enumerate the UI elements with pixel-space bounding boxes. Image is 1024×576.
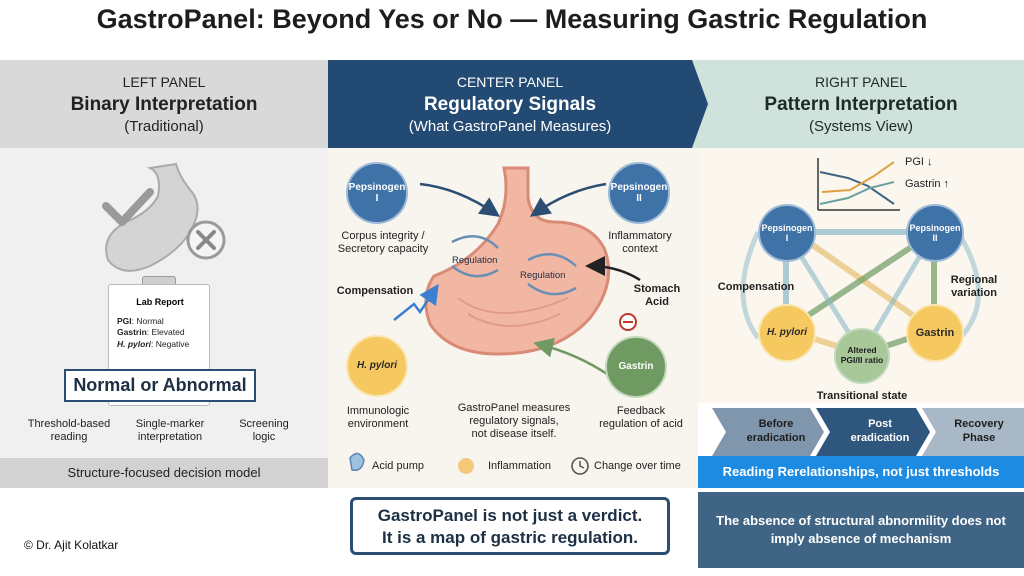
trend-label-gastrin: Gastrin ↑ (905, 178, 950, 190)
compensation-arrow (393, 283, 439, 321)
trend-label-pgi: PGI ↓ (905, 156, 933, 168)
main-title: GastroPanel: Beyond Yes or No — Measurin… (96, 4, 928, 34)
criterion-single-marker: Single-marker interpretation (135, 418, 205, 444)
center-panel-title: Regulatory Signals (423, 94, 597, 115)
legend-change-over-time: Change over time (594, 460, 681, 472)
criterion-screening: Screening logic (239, 418, 289, 444)
compensation-label: Compensation (336, 285, 414, 297)
regulation-arrow (527, 253, 577, 267)
inflammation-icon (458, 458, 474, 474)
gastrin-node: Gastrin (605, 336, 667, 398)
pgi-ratio-node: Altered PGI/II ratio (834, 328, 890, 384)
center-header-chevron (328, 60, 716, 148)
regulation-arrow (527, 282, 577, 296)
regulation-label-2: Regulation (520, 270, 566, 281)
feedback-label: Feedback regulation of acid (599, 405, 683, 431)
normal-or-abnormal-box: Normal or Abnormal (64, 369, 256, 402)
lab-line: H. pylori: Negative (117, 338, 190, 349)
clock-icon (571, 457, 589, 475)
right-pepsinogen-2-node: Pepsinogen II (906, 204, 964, 262)
transitional-state-label: Transitional state (816, 390, 908, 402)
right-panel-header: RIGHT PANEL Pattern Interpretation (Syst… (680, 60, 1024, 148)
center-panel-header: CENTER PANEL Regulatory Signals (What Ga… (328, 60, 692, 148)
verdict-callout: GastroPanel is not just a verdict. It is… (350, 497, 670, 555)
left-panel-paren: (Traditional) (124, 118, 204, 135)
corpus-integrity-label: Corpus integrity / Secretory capacity (337, 230, 429, 256)
right-panel-paren: (Systems View) (809, 118, 913, 135)
regulation-label-1: Regulation (452, 255, 498, 266)
center-panel-paren: (What GastroPanel Measures) (408, 118, 612, 135)
stomach-illustration (424, 166, 611, 356)
right-hpylori-node: H. pylori (758, 304, 816, 362)
trend-chart (817, 158, 900, 211)
criterion-threshold: Threshold-based reading (27, 418, 111, 444)
legend-inflammation: Inflammation (488, 460, 551, 472)
lab-line: Gastrin: Elevated (117, 327, 185, 338)
left-panel-header: LEFT PANEL Binary Interpretation (Tradit… (0, 60, 328, 148)
acid-pump-icon (349, 452, 365, 472)
right-panel-title: Pattern Interpretation (764, 94, 958, 115)
right-compensation-label: Compensation (717, 281, 795, 293)
right-panel-sub: RIGHT PANEL (814, 74, 908, 90)
stomach-icon (105, 162, 199, 272)
center-panel-sub: CENTER PANEL (456, 74, 564, 90)
structural-note-box: The absence of structural abnormility do… (698, 492, 1024, 568)
regulation-arrow (451, 235, 499, 249)
stomach-acid-label: Stomach Acid (633, 283, 681, 309)
lab-line: PGI: Normal (117, 316, 164, 326)
copyright: © Dr. Ajit Kolatkar (24, 538, 119, 552)
left-panel-sub: LEFT PANEL (122, 74, 206, 90)
center-diagram (349, 166, 641, 475)
step-before-eradication: Before eradication (746, 418, 806, 444)
x-circle-icon (186, 220, 226, 260)
lab-report-heading: Lab Report (136, 297, 184, 307)
step-recovery-phase: Recovery Phase (954, 418, 1004, 444)
step-post-eradication: Post eradication (850, 418, 910, 444)
left-panel-footer: Structure-focused decision model (0, 458, 328, 488)
right-pepsinogen-1-node: Pepsinogen I (758, 204, 816, 262)
immunologic-label: Immunologic environment (346, 405, 410, 431)
regional-variation-label: Regional variation (950, 274, 998, 300)
left-stomach-illustration (102, 162, 226, 272)
right-gastrin-node: Gastrin (906, 304, 964, 362)
left-panel-title: Binary Interpretation (70, 94, 258, 115)
phase-arrows (712, 408, 1024, 456)
hpylori-node: H. pylori (346, 335, 408, 397)
legend-acid-pump: Acid pump (372, 460, 424, 472)
measures-label: GastroPanel measures regulatory signals,… (457, 402, 571, 441)
check-icon (102, 188, 154, 226)
relationships-banner: Reading Rerelationships, not just thresh… (698, 456, 1024, 488)
inhibit-icon (619, 313, 637, 331)
regulation-arrow (451, 265, 499, 278)
inflammatory-context-label: Inflammatory context (608, 230, 672, 256)
pepsinogen-1-node: Pepsinogen I (346, 162, 408, 224)
pepsinogen-2-node: Pepsinogen II (608, 162, 670, 224)
